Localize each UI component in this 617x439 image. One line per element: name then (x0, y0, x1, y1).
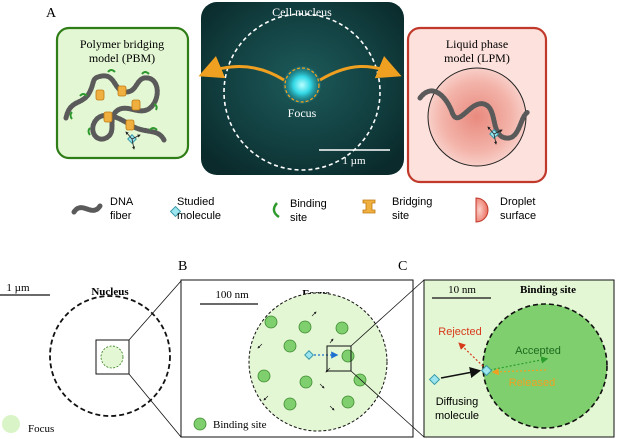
accepted-arrow (489, 356, 549, 371)
legend-droplet-1: Droplet (500, 196, 535, 208)
nucleus-circle (49, 295, 171, 417)
legend-bridging-1: Bridging (392, 196, 432, 208)
legend-molecule-1: Studied (177, 196, 214, 208)
legend-dna-2: fiber (110, 210, 132, 222)
scale-label-b: 1 µm (6, 282, 30, 294)
released-arrow (491, 368, 547, 376)
focus-spot (283, 66, 321, 104)
pbm-binding-sites (69, 69, 158, 136)
legend-binding-2: site (290, 212, 307, 224)
lpm-dna-fiber (417, 88, 531, 141)
legend-dna-icon (71, 203, 103, 215)
legend-binding-site-icon (193, 417, 207, 431)
nucleus-label: Cell nucleus (272, 5, 332, 19)
lpm-title-2: model (LPM) (444, 51, 510, 65)
pbm-bridging-sites (95, 85, 141, 131)
diffusing-molecule-start (428, 373, 441, 386)
scale-label-a: 1 µm (342, 155, 366, 167)
accepted-label: Accepted (515, 345, 561, 357)
panel-b-focus-zoom: 100 nm Focus Bindi (180, 279, 425, 438)
zoom-line-2 (128, 373, 182, 438)
legend-droplet-2: surface (500, 210, 536, 222)
zoom-line-4 (350, 370, 425, 438)
pbm-title-2: model (PBM) (89, 51, 155, 65)
panel-c-binding-zoom: 10 nm Binding site Rejected Accepted Rel… (423, 279, 615, 438)
lpm-title-1: Liquid phase (446, 37, 508, 51)
lpm-droplet (427, 67, 527, 167)
zoom-box-medium (326, 345, 352, 372)
small-focus (100, 345, 124, 369)
diffusing-molecule-end (480, 364, 493, 377)
focus-studied-molecule (304, 350, 314, 360)
legend-focus-icon (2, 415, 20, 433)
legend: DNA fiber Studied molecule Binding site … (71, 196, 536, 224)
legend-molecule-2: molecule (177, 210, 221, 222)
panel-b-nucleus: 1 µm Nucleus Focus (0, 280, 182, 438)
focus-label: Focus (288, 106, 317, 120)
legend-binding-1: Binding (290, 198, 327, 210)
zoom-line-1 (128, 280, 182, 341)
legend-dna-1: DNA (110, 196, 134, 208)
pbm-title-1: Polymer bridging (80, 37, 164, 51)
binding-site-big (482, 303, 608, 429)
legend-bridging-2: site (392, 210, 409, 222)
diffusing-label-2: molecule (435, 410, 479, 422)
zoom-line-3 (350, 279, 425, 347)
diffusing-label-1: Diffusing (436, 396, 479, 408)
panel-c-label: C (398, 259, 407, 274)
released-label: Released (509, 377, 555, 389)
scale-label-c: 10 nm (448, 284, 476, 296)
scale-label-b2: 100 nm (215, 289, 249, 301)
nucleus-panel: Cell nucleus Focus 1 µm (201, 2, 404, 175)
diffusion-arrow (440, 366, 482, 379)
panel-a-label: A (46, 6, 57, 21)
nucleus-title: Nucleus (91, 286, 129, 298)
pbm-box: Polymer bridging model (PBM) (55, 26, 190, 160)
legend-focus-label: Focus (28, 423, 54, 435)
arrow-to-pbm (198, 56, 285, 82)
legend-droplet-icon (475, 197, 489, 223)
binding-zoom-title: Binding site (520, 284, 576, 296)
nucleus-boundary (223, 13, 381, 171)
focus-outline (284, 67, 320, 103)
binding-sites-group (257, 315, 367, 411)
legend-binding-site-label: Binding site (213, 419, 267, 431)
legend-molecule-icon (169, 205, 182, 218)
lpm-box: Liquid phase model (LPM) (406, 26, 548, 184)
focus-zoom-circle (248, 292, 388, 432)
arrow-to-lpm (319, 56, 402, 82)
panel-b-label: B (178, 259, 187, 274)
legend-bridging-icon (362, 199, 376, 214)
rejected-label: Rejected (438, 326, 481, 338)
legend-binding-icon (272, 202, 280, 219)
